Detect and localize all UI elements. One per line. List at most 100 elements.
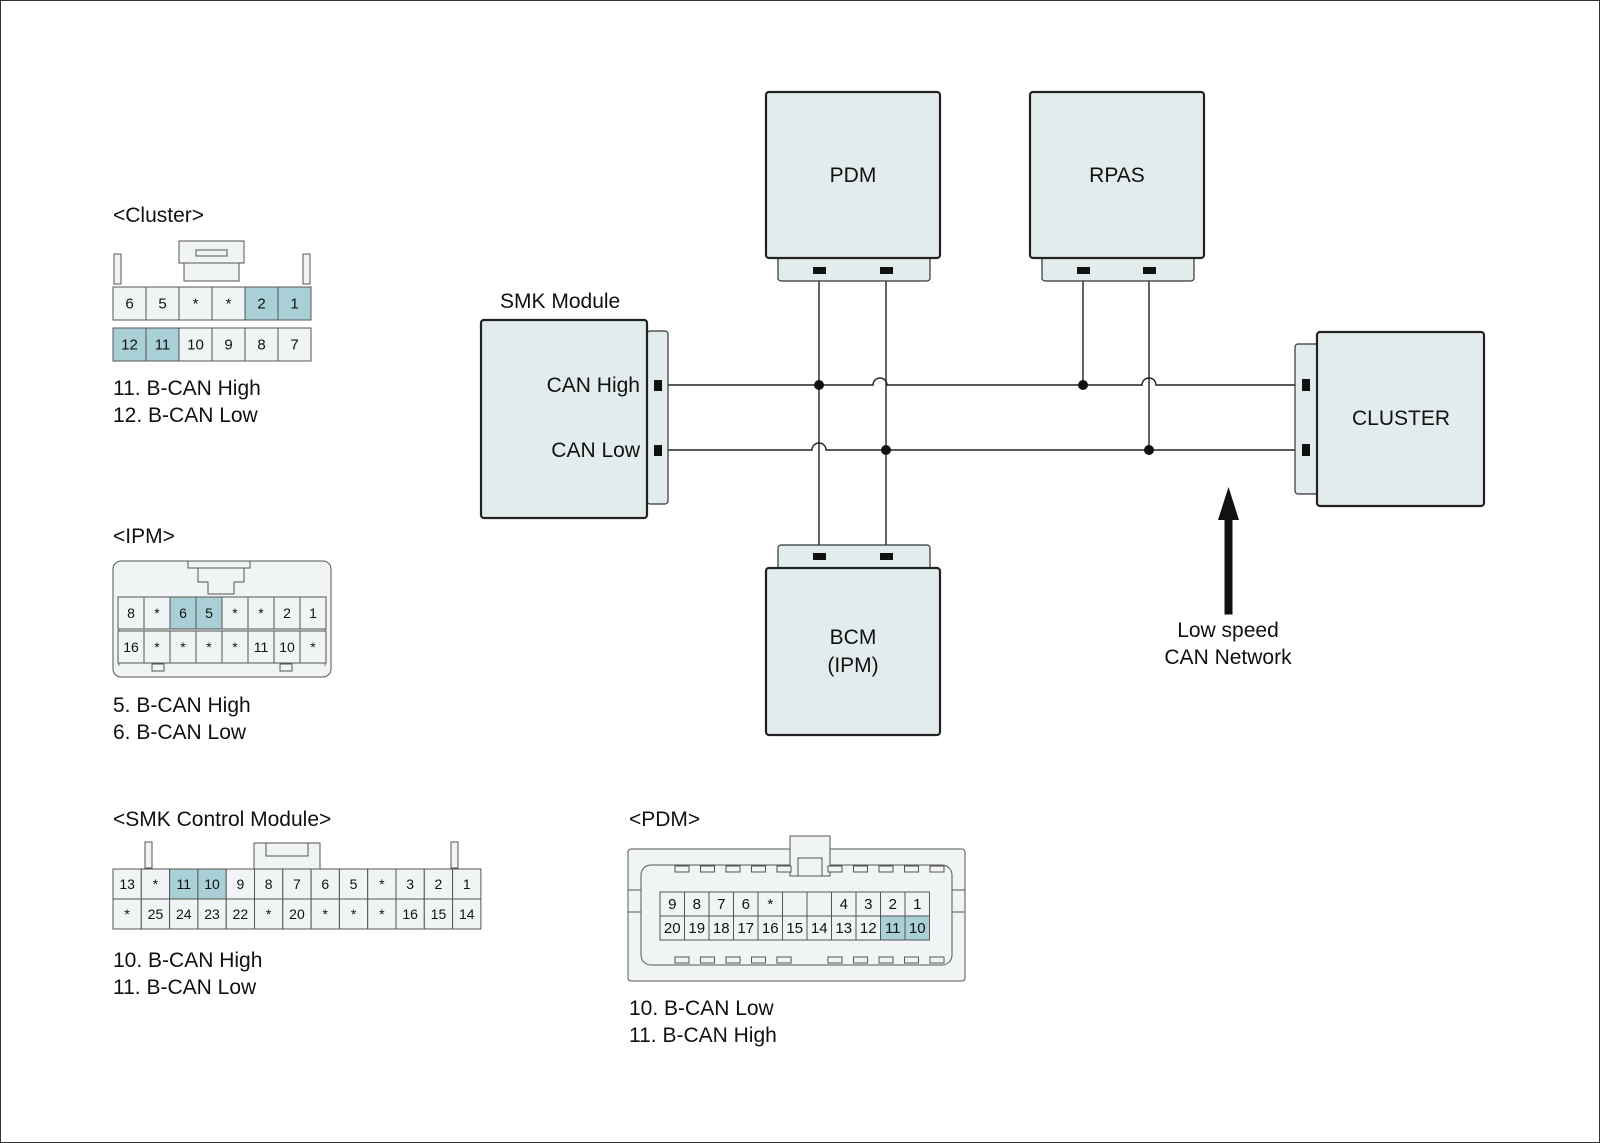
pin-number: *	[206, 639, 212, 655]
arrow-up-icon	[1218, 487, 1239, 520]
smk-connector-title: <SMK Control Module>	[113, 808, 331, 831]
pin-number: 16	[762, 920, 779, 937]
pin-cell	[708, 915, 734, 941]
can-high-line	[660, 377, 1302, 386]
pin-terminal	[1302, 444, 1310, 456]
housing-notch	[751, 956, 766, 964]
pin-number: 8	[265, 876, 273, 892]
connector-note: 11. B-CAN High	[629, 1024, 777, 1047]
pin-cell	[806, 891, 832, 917]
pin-terminal	[654, 445, 662, 456]
connector-note: 12. B-CAN Low	[113, 404, 259, 427]
housing-notch	[904, 865, 919, 873]
pin-number: 14	[811, 920, 828, 937]
pin-cell	[855, 915, 881, 941]
pin-cell	[211, 327, 246, 362]
pin-terminal	[1302, 379, 1310, 391]
connector-note: 5. B-CAN High	[113, 694, 251, 717]
pin-cell	[684, 915, 710, 941]
highlighted-pin-cell	[277, 286, 312, 321]
pin-terminal	[1143, 267, 1156, 274]
pin-cell	[782, 915, 808, 941]
pin-cell	[904, 891, 930, 917]
pin-cell	[395, 898, 425, 930]
junction-dot	[814, 380, 824, 390]
rpas-box	[1028, 90, 1206, 260]
pin-cell	[423, 868, 454, 900]
pin-number: 7	[293, 876, 301, 892]
highlighted-pin-cell	[904, 915, 930, 941]
connector-note: 10. B-CAN High	[113, 949, 262, 972]
connector-note: 6. B-CAN Low	[113, 721, 247, 744]
pin-cell	[282, 898, 312, 930]
pin-cell	[299, 630, 327, 664]
pin-number: 7	[717, 896, 725, 913]
housing-notch	[674, 956, 690, 964]
pin-number: *	[310, 639, 316, 655]
pin-cell	[221, 596, 249, 630]
pin-cell	[225, 868, 255, 900]
pin-number: 10	[187, 337, 204, 354]
pin-number: 1	[913, 896, 921, 913]
pin-number: 20	[664, 920, 681, 937]
pin-number: 11	[155, 337, 171, 354]
junctions	[814, 380, 1154, 455]
highlighted-pin-cell	[112, 327, 147, 362]
housing-notch	[751, 865, 766, 873]
bcm-module: BCM (IPM)	[764, 544, 942, 737]
bcm-box	[764, 566, 942, 737]
can-high-label: CAN High	[547, 374, 640, 397]
housing-notch	[700, 865, 715, 873]
pin-number: 11	[176, 876, 191, 892]
pin-cell	[117, 596, 145, 630]
housing-notch	[827, 865, 843, 873]
housing-notch	[904, 956, 919, 964]
pin-number: 7	[290, 337, 298, 354]
pin-number: 10	[204, 876, 220, 892]
pin-number: 12	[860, 920, 877, 937]
pin-number: *	[379, 876, 385, 892]
pin-number: 8	[693, 896, 701, 913]
pin-number: 11	[885, 920, 901, 937]
smk-module-connector	[646, 330, 669, 505]
pin-number: *	[351, 906, 357, 922]
pin-number: 6	[742, 896, 750, 913]
pdm-connector-title: <PDM>	[629, 808, 700, 831]
pin-number: 3	[864, 896, 872, 913]
low-speed-arrow: Low speed CAN Network	[1164, 487, 1292, 669]
housing-notch	[776, 865, 792, 873]
pin-cell	[178, 327, 213, 362]
pin-number: 13	[119, 876, 135, 892]
pin-number: *	[767, 896, 773, 913]
pin-number: 2	[889, 896, 897, 913]
connector-note: 11. B-CAN High	[113, 377, 261, 400]
pin-cell	[273, 596, 301, 630]
pin-number: 2	[257, 296, 265, 313]
pin-terminal	[880, 267, 893, 274]
pin-number: *	[379, 906, 385, 922]
pin-number: 23	[204, 906, 220, 922]
pin-cell	[299, 596, 327, 630]
pin-cell	[221, 630, 249, 664]
pin-number: 15	[786, 920, 803, 937]
housing-notch	[929, 865, 945, 873]
housing-notch	[827, 956, 843, 964]
junction-dot	[1078, 380, 1088, 390]
pin-number: *	[153, 876, 159, 892]
pin-number: 15	[431, 906, 447, 922]
pin-terminal	[880, 553, 893, 560]
pin-number: *	[193, 296, 199, 313]
connector-note: 10. B-CAN Low	[629, 997, 775, 1020]
pin-cell	[143, 596, 171, 630]
pin-number: *	[180, 639, 186, 655]
cluster-module: CLUSTER	[1294, 330, 1486, 508]
pin-number: 4	[840, 896, 848, 913]
pin-cell	[831, 915, 857, 941]
pin-number: 2	[435, 876, 443, 892]
pin-number: 8	[257, 337, 265, 354]
pin-cell	[806, 915, 832, 941]
pin-number: 5	[350, 876, 358, 892]
